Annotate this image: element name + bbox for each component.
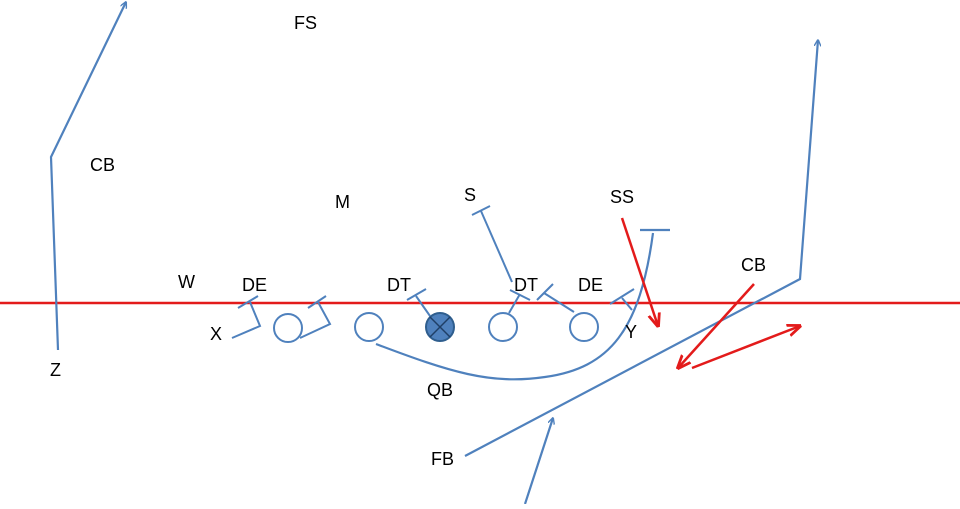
center-block <box>415 295 431 317</box>
label-z: Z <box>50 360 61 380</box>
label-s: S <box>464 185 477 205</box>
left-tackle-block <box>299 301 332 339</box>
offensive-routes <box>49 2 818 505</box>
right-guard <box>488 312 518 342</box>
block-to-s <box>480 210 513 283</box>
label-de-left: DE <box>242 275 268 295</box>
label-dt-right: DT <box>514 275 538 295</box>
label-de-right: DE <box>578 275 604 295</box>
center-marker <box>425 312 455 342</box>
label-fs: FS <box>294 13 318 33</box>
left-tackle <box>273 313 303 343</box>
label-y: Y <box>625 322 638 342</box>
cb-pursuit <box>678 283 755 368</box>
z-route <box>49 2 126 351</box>
label-ss: SS <box>610 187 635 207</box>
label-cb-right: CB <box>741 255 767 275</box>
label-fb: FB <box>431 449 455 469</box>
y-block <box>621 297 633 311</box>
label-x: X <box>210 324 223 344</box>
label-cb-left: CB <box>90 155 116 175</box>
cb-drift <box>691 326 800 370</box>
right-guard-block <box>508 293 521 314</box>
left-guard <box>354 312 384 342</box>
offensive-line <box>273 312 599 343</box>
blocking-assignments <box>231 205 635 339</box>
label-w: W <box>178 272 195 292</box>
ss-pursuit <box>620 217 658 326</box>
back-route <box>523 418 553 505</box>
guard-pull-route <box>375 232 655 381</box>
right-tackle-block <box>543 292 575 313</box>
right-tackle <box>569 312 599 342</box>
label-dt-left: DT <box>387 275 411 295</box>
label-m: M <box>335 192 350 212</box>
fb-route <box>464 40 818 457</box>
label-qb: QB <box>427 380 454 400</box>
x-block <box>231 301 262 339</box>
defensive-pursuit <box>620 217 800 370</box>
